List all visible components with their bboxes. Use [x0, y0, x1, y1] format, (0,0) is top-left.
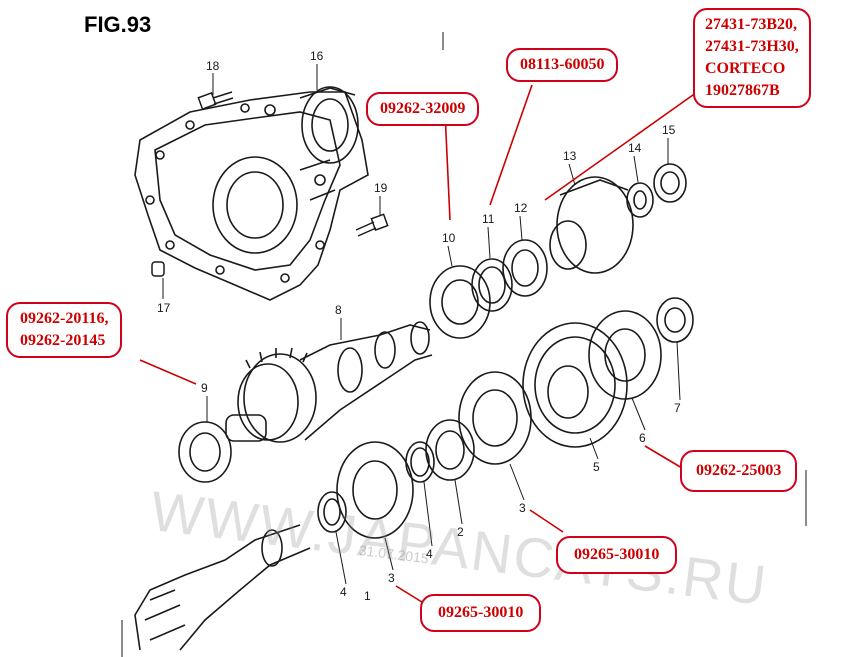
bolt-18-drawing	[197, 91, 234, 110]
part-label: 4	[340, 585, 347, 599]
callout-part-12: 27431-73B20, 27431-73H30, CORTECO 190278…	[693, 8, 811, 108]
part-label: 15	[662, 123, 676, 137]
seal-12-drawing	[502, 239, 548, 297]
part-label: 16	[310, 49, 324, 63]
nut-15-drawing	[653, 163, 687, 203]
part-label: 17	[157, 301, 171, 315]
pinion-1-drawing	[134, 524, 311, 651]
figure-title: FIG.93	[84, 12, 152, 37]
part-label: 8	[335, 303, 342, 317]
callout-text: 09262-25003	[696, 462, 782, 479]
bearing-6-drawing	[588, 310, 662, 400]
part-label: 2	[457, 525, 464, 539]
part-number-labels: 1 2 3 3 4 4 5 6 7 8 9 10 11 12 13 14 15 …	[157, 49, 681, 603]
part-label: 12	[514, 201, 528, 215]
label-leader-lines	[121, 32, 807, 657]
callout-text: 09262-32009	[380, 100, 466, 117]
part-label: 1	[364, 589, 371, 603]
callout-text: 08113-60050	[520, 56, 605, 73]
part-label: 3	[388, 571, 395, 585]
callout-text: CORTECO	[705, 60, 786, 77]
washer-14-drawing	[626, 182, 654, 218]
part-label: 3	[519, 501, 526, 515]
callout-part-3-lower: 09265-30010	[420, 594, 542, 632]
part-label: 19	[374, 181, 388, 195]
callout-part-11: 08113-60050	[506, 48, 619, 82]
pin-17-drawing	[151, 261, 165, 277]
spacer-2-drawing	[425, 419, 475, 481]
callout-part-6: 09262-25003	[680, 450, 798, 492]
part-label: 10	[442, 231, 456, 245]
callout-part-10: 09262-32009	[366, 92, 480, 126]
part-label: 5	[593, 460, 600, 474]
flange-13-drawing	[549, 176, 634, 274]
callout-text: 09265-30010	[574, 546, 660, 563]
bearing-3-upper-drawing	[458, 371, 532, 465]
part-label: 7	[674, 401, 681, 415]
callout-text: 19027867B	[705, 82, 780, 99]
bolt-19-drawing	[355, 213, 389, 237]
callout-text: 09262-20145	[20, 332, 106, 349]
part-label: 11	[482, 212, 495, 226]
callout-part-3-upper: 09265-30010	[556, 536, 678, 574]
bearing-3-lower-drawing	[336, 441, 414, 539]
part-label: 14	[628, 141, 642, 155]
part-label: 13	[563, 149, 577, 163]
part-label: 18	[206, 59, 220, 73]
part-label: 9	[201, 381, 208, 395]
case-housing-drawing	[134, 86, 369, 301]
callout-text: 09262-20116,	[20, 310, 109, 327]
part-label: 4	[426, 547, 433, 561]
callout-part-9: 09262-20116, 09262-20145	[6, 302, 123, 358]
ring-11-drawing	[471, 258, 513, 312]
callout-text: 27431-73B20,	[705, 16, 797, 33]
part-label: 6	[639, 431, 646, 445]
seal-9-drawing	[178, 421, 232, 483]
shim-4-upper-drawing	[405, 441, 435, 483]
shim-4-lower-drawing	[317, 491, 347, 533]
callout-leader-lines	[139, 84, 701, 613]
nut-7-drawing	[656, 297, 694, 343]
callout-text: 09265-30010	[438, 604, 524, 621]
gear-5-drawing	[522, 322, 628, 448]
shaft-8-drawing	[225, 321, 433, 443]
callout-text: 27431-73H30,	[705, 38, 799, 55]
